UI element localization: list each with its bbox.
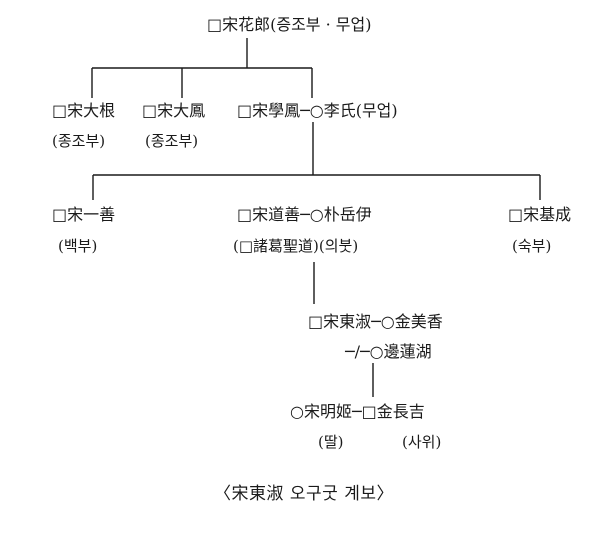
node-song-myeonghui-couple: ○宋明姬─□金長吉 <box>290 402 425 421</box>
node-song-hakbong-couple: □宋學鳳─○李氏(무업) <box>237 101 398 120</box>
label-song-ilseon-relation: (백부) <box>58 237 98 255</box>
node-song-dongsuk-couple: □宋東淑─○金美香 <box>308 312 443 331</box>
node-song-ilseon: □宋一善 <box>52 205 116 224</box>
node-song-daebong: □宋大鳳 <box>142 101 206 120</box>
label-song-doseon-relation: (□諸葛聖道)(의붓) <box>233 237 359 255</box>
label-song-daebong-relation: (종조부) <box>145 132 199 150</box>
label-daughter-relation: (딸) <box>318 433 344 451</box>
node-song-hwarang: □宋花郎(증조부 · 무업) <box>207 15 372 34</box>
node-byeon-yeonho: ─/─○邊蓮湖 <box>345 342 432 361</box>
node-song-doseon-couple: □宋道善─○朴岳伊 <box>237 205 372 224</box>
label-song-daegeun-relation: (종조부) <box>52 132 106 150</box>
diagram-caption: 〈宋東淑 오구굿 계보〉 <box>214 484 395 504</box>
node-song-daegeun: □宋大根 <box>52 101 116 120</box>
label-song-giseong-relation: (숙부) <box>512 237 552 255</box>
label-son-in-law-relation: (사위) <box>402 433 442 451</box>
node-song-giseong: □宋基成 <box>508 205 572 224</box>
